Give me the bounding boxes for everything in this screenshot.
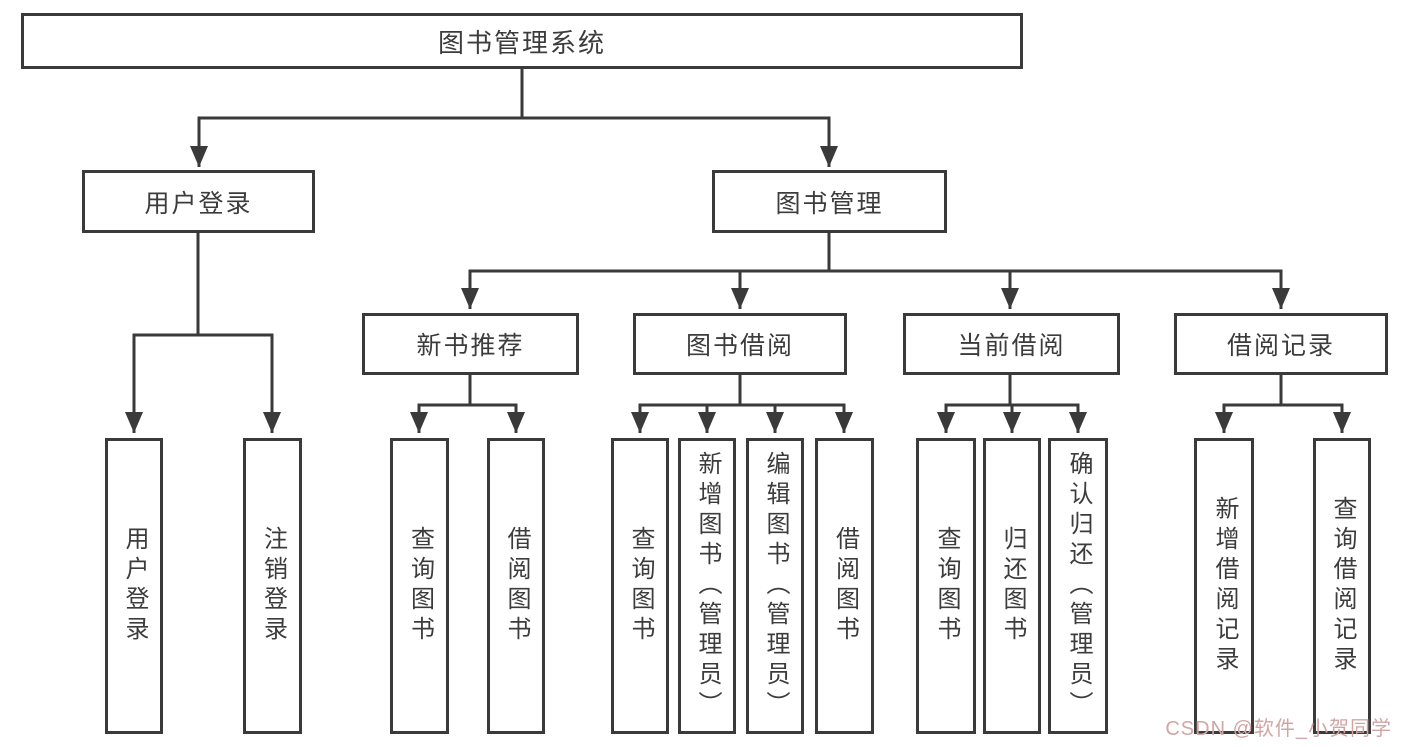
- node-label: 注销登录: [259, 526, 287, 646]
- node-label: 确认归还（管理员）: [1065, 451, 1092, 721]
- node-label: 用户登录: [121, 526, 148, 646]
- leaf-add-books-admin: 新增图书（管理员）: [678, 438, 736, 734]
- node-label: 当前借阅: [957, 332, 1066, 360]
- leaf-query-borrow-record: 查询借阅记录: [1313, 438, 1371, 734]
- node-label: 查询借阅记录: [1329, 496, 1356, 676]
- leaf-query-books-current: 查询图书: [916, 438, 976, 734]
- leaf-logout-login: 注销登录: [243, 438, 302, 734]
- node-label: 查询图书: [627, 526, 654, 646]
- node-user-login: 用户登录: [82, 170, 315, 233]
- node-label: 图书管理: [775, 189, 884, 218]
- leaf-query-books-borrowing: 查询图书: [611, 438, 669, 734]
- node-label: 新增图书（管理员）: [694, 451, 721, 721]
- leaf-return-books: 归还图书: [983, 438, 1041, 734]
- csdn-watermark: CSDN @软件_小贺同学: [1165, 718, 1392, 740]
- leaf-confirm-return-admin: 确认归还（管理员）: [1048, 438, 1108, 734]
- leaf-query-books-recommend: 查询图书: [390, 438, 449, 734]
- node-new-book-recommend: 新书推荐: [362, 313, 579, 375]
- node-label: 归还图书: [999, 526, 1026, 646]
- leaf-user-login: 用户登录: [105, 438, 163, 734]
- node-current-borrowing: 当前借阅: [903, 313, 1120, 375]
- node-label: 用户登录: [144, 189, 253, 218]
- node-label: 图书借阅: [685, 332, 794, 360]
- node-label: 编辑图书（管理员）: [762, 451, 789, 721]
- node-label: 查询图书: [933, 526, 960, 646]
- leaf-add-borrow-record: 新增借阅记录: [1194, 438, 1254, 734]
- node-book-borrowing: 图书借阅: [633, 313, 847, 375]
- node-label: 查询图书: [406, 526, 434, 646]
- node-label: 借阅图书: [831, 526, 859, 646]
- leaf-edit-books-admin: 编辑图书（管理员）: [746, 438, 804, 734]
- leaf-borrow-books-borrowing: 借阅图书: [815, 438, 874, 734]
- leaf-borrow-books-recommend: 借阅图书: [487, 438, 545, 734]
- node-library-system: 图书管理系统: [21, 13, 1023, 69]
- node-label: 借阅记录: [1226, 332, 1335, 360]
- node-borrow-records: 借阅记录: [1174, 313, 1388, 375]
- node-label: 借阅图书: [503, 526, 530, 646]
- node-label: 新增借阅记录: [1211, 496, 1238, 676]
- node-book-management: 图书管理: [712, 170, 947, 233]
- node-label: 新书推荐: [416, 332, 525, 360]
- node-label: 图书管理系统: [437, 27, 606, 58]
